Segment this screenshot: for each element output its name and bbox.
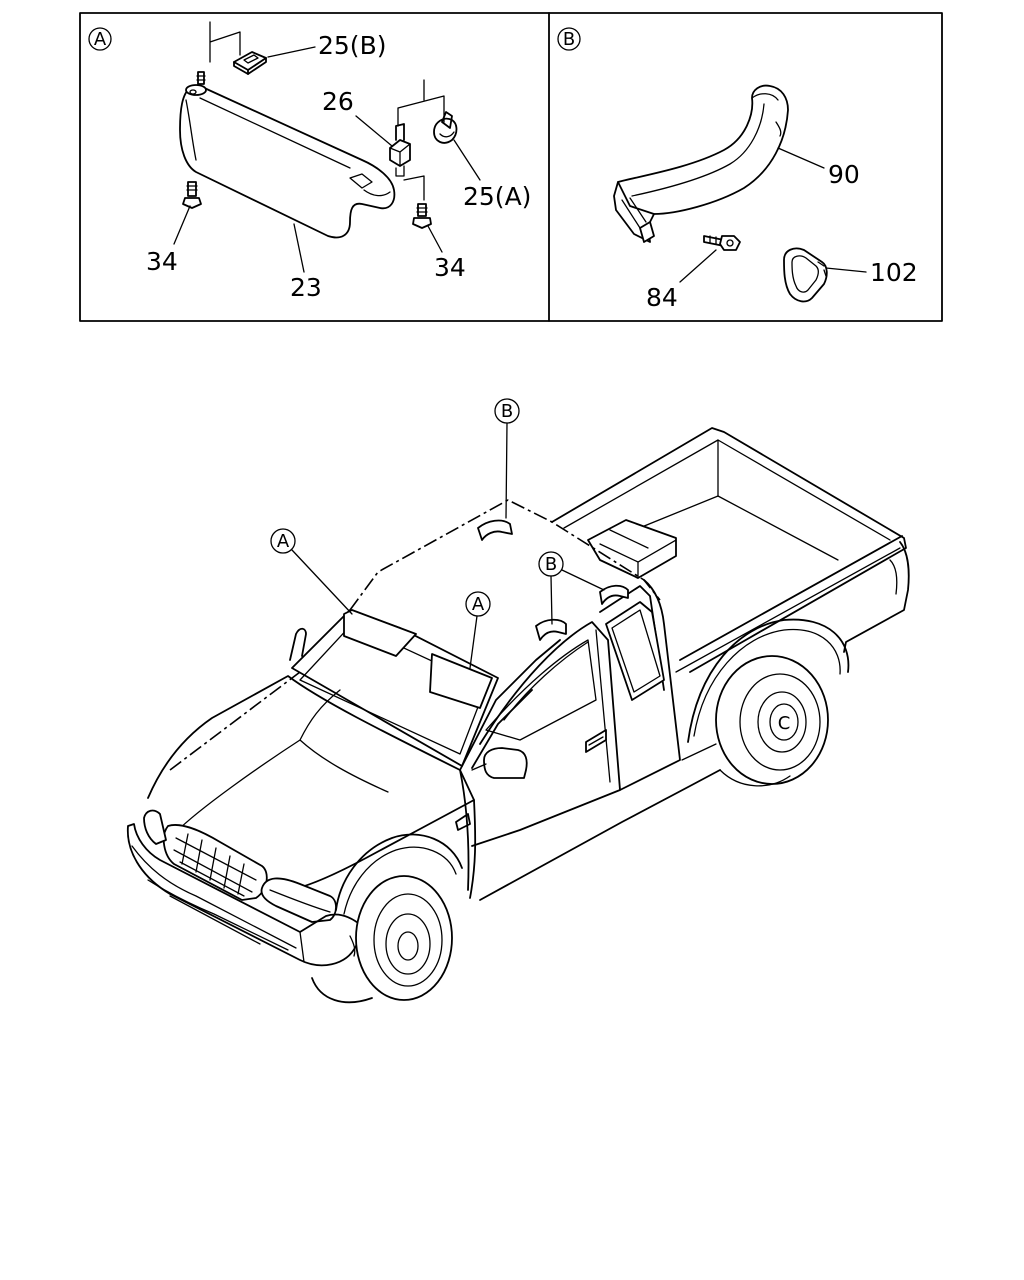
callout-a-left-label: A [277, 531, 290, 552]
wheel-mark: C [778, 713, 791, 734]
panel-a-marker-label: A [94, 29, 107, 50]
clip-26 [389, 123, 411, 177]
panel-a-marker: A [88, 27, 112, 51]
callout-b-mid: B [538, 551, 605, 625]
panel-b-marker: B [557, 27, 581, 51]
label-90: 90 [828, 160, 860, 189]
leader-25b [267, 46, 316, 58]
label-84: 84 [646, 283, 678, 312]
callout-a-mid: A [465, 591, 491, 669]
bracket-26-25a [397, 79, 445, 127]
callout-a-mid-label: A [472, 594, 485, 615]
leader-23 [293, 223, 305, 273]
clip-25b [233, 51, 267, 75]
leader-25a [453, 139, 481, 181]
leader-90 [777, 147, 825, 169]
label-25a: 25(A) [463, 182, 531, 211]
visor-left-mark [343, 609, 417, 657]
screw-34-left [182, 181, 202, 209]
callout-a-left: A [270, 528, 353, 615]
screw-34-right [412, 203, 432, 229]
leader-84 [679, 249, 717, 283]
label-34-right: 34 [434, 253, 466, 282]
label-26: 26 [322, 87, 354, 116]
leader-26 [355, 115, 393, 147]
panel-frame [79, 12, 943, 322]
callout-b-top-label: B [501, 401, 513, 422]
front-wheel [311, 875, 453, 1004]
leader-34-left [173, 205, 191, 245]
bolt-84 [703, 235, 741, 251]
rear-wheel: C [715, 655, 829, 787]
panel-b: B 90 84 102 [557, 27, 918, 312]
sun-visor [179, 71, 396, 239]
label-25b: 25(B) [318, 31, 386, 60]
cover-102 [783, 247, 828, 303]
label-102: 102 [870, 258, 918, 287]
visor-right-mark [429, 653, 493, 709]
leader-102 [825, 267, 867, 273]
bracket-34-right [403, 175, 425, 201]
clip-25a [433, 111, 458, 144]
panel-b-marker-label: B [563, 29, 575, 50]
truck-bed [551, 427, 910, 743]
label-23: 23 [290, 273, 322, 302]
assist-grip [613, 84, 789, 243]
detail-panels [79, 12, 943, 322]
callout-b-top: B [494, 398, 520, 519]
callout-b-mid-label: B [545, 554, 557, 575]
bracket-25b [209, 21, 241, 63]
roof-grip-marks [477, 519, 629, 641]
label-34-left: 34 [146, 247, 178, 276]
front-end [126, 675, 477, 967]
cab [169, 499, 721, 901]
pickup-truck: C [126, 398, 910, 1004]
leader-34-right [427, 225, 443, 253]
panel-a: A [88, 21, 531, 302]
